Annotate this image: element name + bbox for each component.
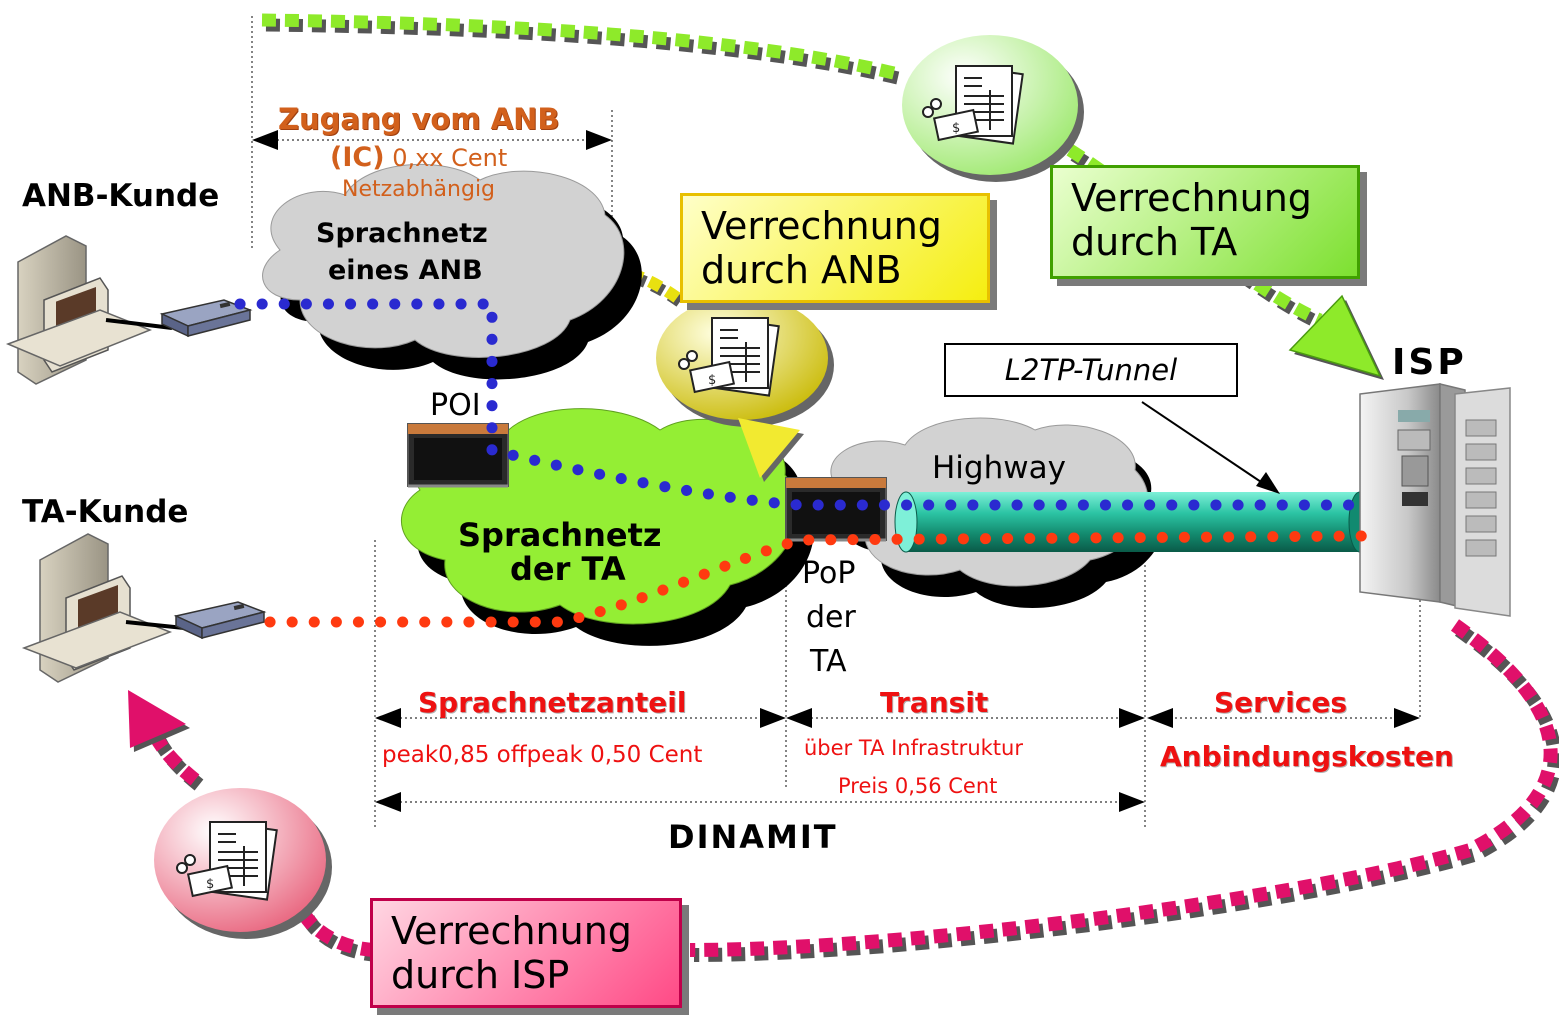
pop-label-line2: der bbox=[806, 600, 856, 635]
ta-invoice-bubble bbox=[902, 35, 1084, 182]
ta-cable bbox=[125, 620, 185, 630]
ta-modem-icon bbox=[175, 601, 265, 639]
dimension-arrowheads bbox=[252, 130, 1420, 812]
zugang-ic: (IC) bbox=[330, 142, 385, 173]
ta-billing-line2: durch TA bbox=[1071, 220, 1238, 264]
isp-server-icon bbox=[1359, 383, 1511, 617]
ta-cloud-label-line1: Sprachnetz bbox=[458, 516, 662, 554]
isp-billing-arrowhead bbox=[128, 690, 186, 748]
dinamit-label: DINAMIT bbox=[668, 818, 838, 856]
anb-billing-box: Verrechnung durch ANB bbox=[680, 193, 990, 303]
isp-invoice-bubble bbox=[154, 788, 332, 939]
ta-customer-path bbox=[264, 530, 1368, 628]
pop-label-line1: PoP bbox=[802, 556, 856, 591]
transit-note: über TA Infrastruktur bbox=[804, 736, 1023, 760]
transit-label: Transit bbox=[880, 686, 989, 719]
ta-billing-line1: Verrechnung bbox=[1071, 176, 1312, 220]
isp-billing-line2: durch ISP bbox=[391, 953, 570, 997]
zugang-note: Netzabhängig bbox=[342, 177, 496, 202]
anb-cloud-label-line2: eines ANB bbox=[328, 255, 483, 286]
anb-customer-pc-icon bbox=[5, 235, 153, 385]
ta-billing-arrowhead bbox=[1288, 294, 1382, 378]
services-label: Services bbox=[1214, 686, 1348, 719]
anb-voice-network-cloud bbox=[262, 163, 642, 380]
anb-customer-label: ANB-Kunde bbox=[22, 178, 220, 214]
anb-billing-line2: durch ANB bbox=[701, 248, 902, 292]
ta-cloud-label-line2: der TA bbox=[510, 550, 626, 588]
sprachnetz-price: peak0,85 offpeak 0,50 Cent bbox=[382, 742, 703, 768]
l2tp-pointer-line bbox=[1141, 401, 1271, 489]
l2tp-tunnel-label: L2TP-Tunnel bbox=[944, 343, 1238, 397]
isp-billing-flow bbox=[128, 619, 1559, 962]
poi-label: POI bbox=[430, 388, 481, 423]
sprachnetzanteil-label: Sprachnetzanteil bbox=[418, 686, 687, 719]
anb-cable bbox=[105, 318, 173, 330]
l2tp-pointer-arrow bbox=[1256, 472, 1280, 494]
zugang-price: 0,xx Cent bbox=[392, 144, 508, 172]
highway-label: Highway bbox=[932, 450, 1066, 486]
isp-billing-box: Verrechnung durch ISP bbox=[370, 898, 682, 1008]
l2tp-tunnel-text: L2TP-Tunnel bbox=[1004, 353, 1178, 387]
ta-billing-box: Verrechnung durch TA bbox=[1050, 165, 1360, 279]
transit-price: Preis 0,56 Cent bbox=[838, 774, 998, 798]
anb-billing-line1: Verrechnung bbox=[701, 204, 942, 248]
ta-billing-flow bbox=[261, 13, 1384, 380]
zugang-title: Zugang vom ANB bbox=[278, 102, 560, 136]
ta-customer-label: TA-Kunde bbox=[22, 494, 189, 530]
anb-cloud-label-line1: Sprachnetz bbox=[316, 218, 488, 249]
zugang-price-line: (IC) 0,xx Cent bbox=[330, 142, 507, 173]
ta-customer-pc-icon bbox=[21, 533, 173, 683]
anb-invoice-bubble bbox=[656, 296, 834, 482]
isp-billing-line1: Verrechnung bbox=[391, 909, 632, 953]
dimension-lines bbox=[251, 16, 1421, 830]
anbindungskosten-label: Anbindungskosten bbox=[1160, 740, 1454, 773]
isp-label: ISP bbox=[1392, 342, 1467, 383]
pop-router-icon bbox=[784, 476, 888, 542]
anb-customer-path bbox=[234, 298, 1366, 511]
pop-label-line3: TA bbox=[810, 644, 847, 679]
